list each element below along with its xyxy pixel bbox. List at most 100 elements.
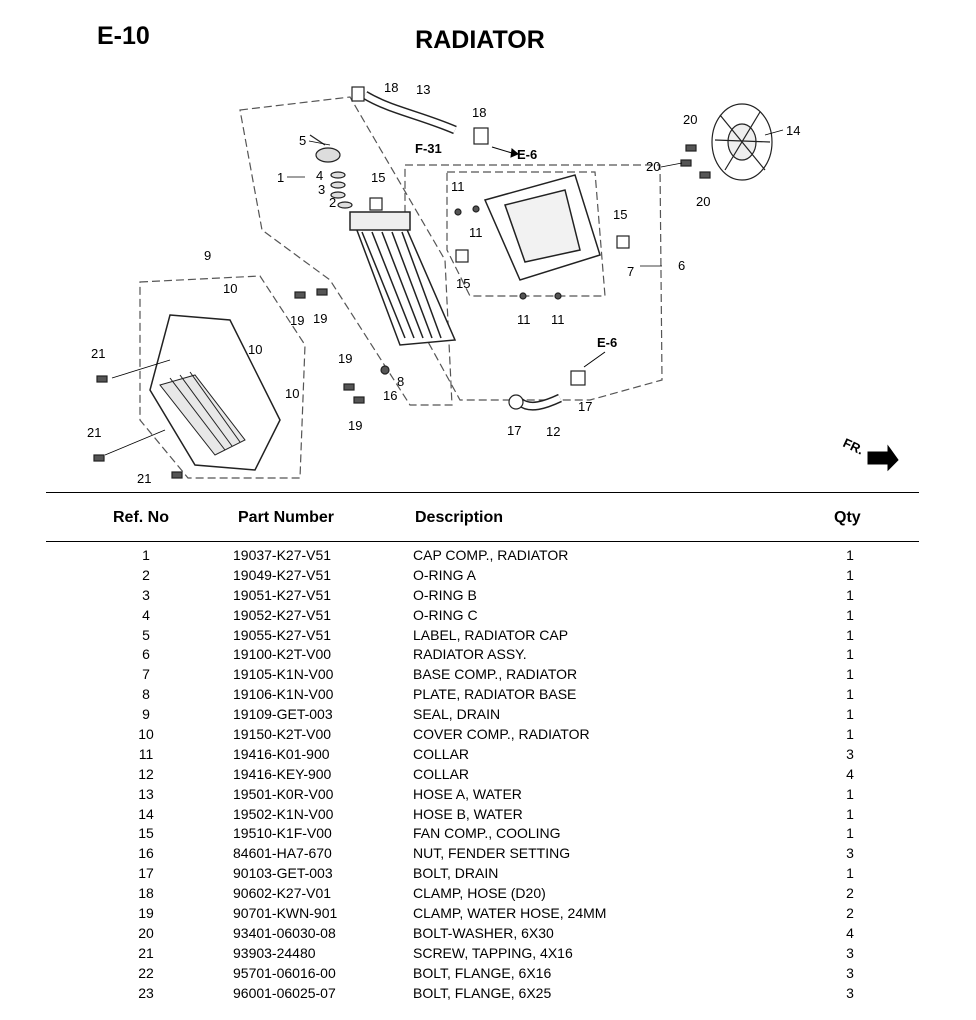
divider-header: [46, 541, 919, 542]
qty-cell: 3: [846, 964, 854, 981]
callout-label: 10: [223, 281, 237, 296]
qty-cell: 1: [846, 805, 854, 822]
part-number-cell: 19105-K1N-V00: [233, 666, 334, 683]
ref-no-cell: 23: [138, 984, 154, 1001]
callout-label: 11: [517, 312, 531, 327]
ref-no-cell: 21: [138, 944, 154, 961]
exploded-parts-diagram: 5 1 4 3 2 15 18 13 18 9 10 10 10 21 21 2…: [87, 80, 899, 486]
description-cell: LABEL, RADIATOR CAP: [413, 626, 569, 643]
part-number-cell: 95701-06016-00: [233, 964, 336, 981]
description-cell: SCREW, TAPPING, 4X16: [413, 944, 573, 961]
part-number-cell: 19150-K2T-V00: [233, 726, 332, 743]
callout-label: 11: [451, 179, 465, 194]
description-cell: HOSE A, WATER: [413, 785, 522, 802]
header-description: Description: [415, 509, 504, 526]
callout-label: 10: [248, 342, 262, 357]
header-part-number: Part Number: [238, 509, 335, 526]
callout-label: 21: [91, 346, 105, 361]
description-cell: PLATE, RADIATOR BASE: [413, 686, 577, 703]
header-qty: Qty: [834, 509, 861, 526]
qty-cell: 1: [846, 785, 854, 802]
callout-label: 3: [318, 182, 325, 197]
part-number-cell: 90701-KWN-901: [233, 905, 338, 922]
direction-label: FR.: [841, 435, 866, 457]
part-number-cell: 93903-24480: [233, 944, 316, 961]
radiator-core: [349, 211, 457, 346]
part-number-cell: 19416-K01-900: [233, 745, 330, 762]
part-number-cell: 19109-GET-003: [233, 706, 333, 723]
callout-label: 9: [204, 248, 211, 263]
callout-label: 18: [472, 105, 486, 120]
page-title: RADIATOR: [415, 26, 545, 54]
ref-no-cell: 14: [138, 805, 154, 822]
ref-f31: F-31: [415, 141, 442, 156]
description-cell: COLLAR: [413, 765, 470, 782]
description-cell: O-RING B: [413, 586, 477, 603]
front-arrow-icon: [867, 444, 899, 472]
ref-no-cell: 1: [142, 547, 150, 563]
callout-label: 15: [371, 170, 385, 185]
qty-cell: 4: [846, 765, 854, 782]
qty-cell: 2: [846, 905, 854, 922]
table-row: 20 93401-06030-08 BOLT-WASHER, 6X30 4: [0, 924, 976, 944]
ref-e6-bottom: E-6: [597, 335, 617, 350]
description-cell: COLLAR: [413, 745, 470, 762]
part-number-cell: 19049-K27-V51: [233, 566, 332, 583]
qty-cell: 1: [846, 865, 854, 882]
ref-no-cell: 7: [142, 666, 150, 683]
part-number-cell: 84601-HA7-670: [233, 845, 332, 862]
callout-label: 4: [316, 168, 323, 183]
ref-no-cell: 13: [138, 785, 154, 802]
description-cell: BOLT-WASHER, 6X30: [413, 924, 554, 941]
part-number-cell: 90103-GET-003: [233, 865, 333, 882]
ref-no-cell: 8: [142, 686, 150, 703]
part-number-cell: 93401-06030-08: [233, 924, 336, 941]
part-number-cell: 19037-K27-V51: [233, 547, 332, 563]
group-outline-cover: [139, 275, 306, 479]
qty-cell: 1: [846, 706, 854, 723]
leader-lines: [104, 129, 784, 456]
callout-label: 10: [285, 386, 299, 401]
callout-labels: 5 1 4 3 2 15 18 13 18 9 10 10 10 21 21 2…: [87, 80, 800, 486]
part-number-cell: 19055-K27-V51: [233, 626, 332, 643]
callout-label: 6: [678, 258, 685, 273]
qty-cell: 1: [846, 825, 854, 842]
callout-label: 19: [348, 418, 362, 433]
part-number-cell: 19416-KEY-900: [233, 765, 332, 782]
callout-label: 21: [137, 471, 151, 486]
description-cell: HOSE B, WATER: [413, 805, 523, 822]
callout-label: 2: [329, 195, 336, 210]
description-cell: FAN COMP., COOLING: [413, 825, 561, 842]
callout-label: 5: [299, 133, 306, 148]
qty-cell: 3: [846, 845, 854, 862]
qty-cell: 3: [846, 944, 854, 961]
radiator-cover: [149, 314, 281, 471]
ref-no-cell: 2: [142, 566, 150, 583]
qty-cell: 4: [846, 924, 854, 941]
callout-label: 12: [546, 424, 560, 439]
part-number-cell: 90602-K27-V01: [233, 885, 332, 902]
qty-cell: 2: [846, 885, 854, 902]
callout-label: 19: [338, 351, 352, 366]
callout-label: 8: [397, 374, 404, 389]
ref-no-cell: 20: [138, 924, 154, 941]
part-number-cell: 19052-K27-V51: [233, 606, 332, 623]
radiator-base: [483, 174, 601, 281]
divider-top: [46, 492, 919, 493]
ref-no-cell: 11: [138, 745, 154, 762]
qty-cell: 1: [846, 606, 854, 623]
callout-label: 19: [290, 313, 304, 328]
qty-cell: 1: [846, 626, 854, 643]
